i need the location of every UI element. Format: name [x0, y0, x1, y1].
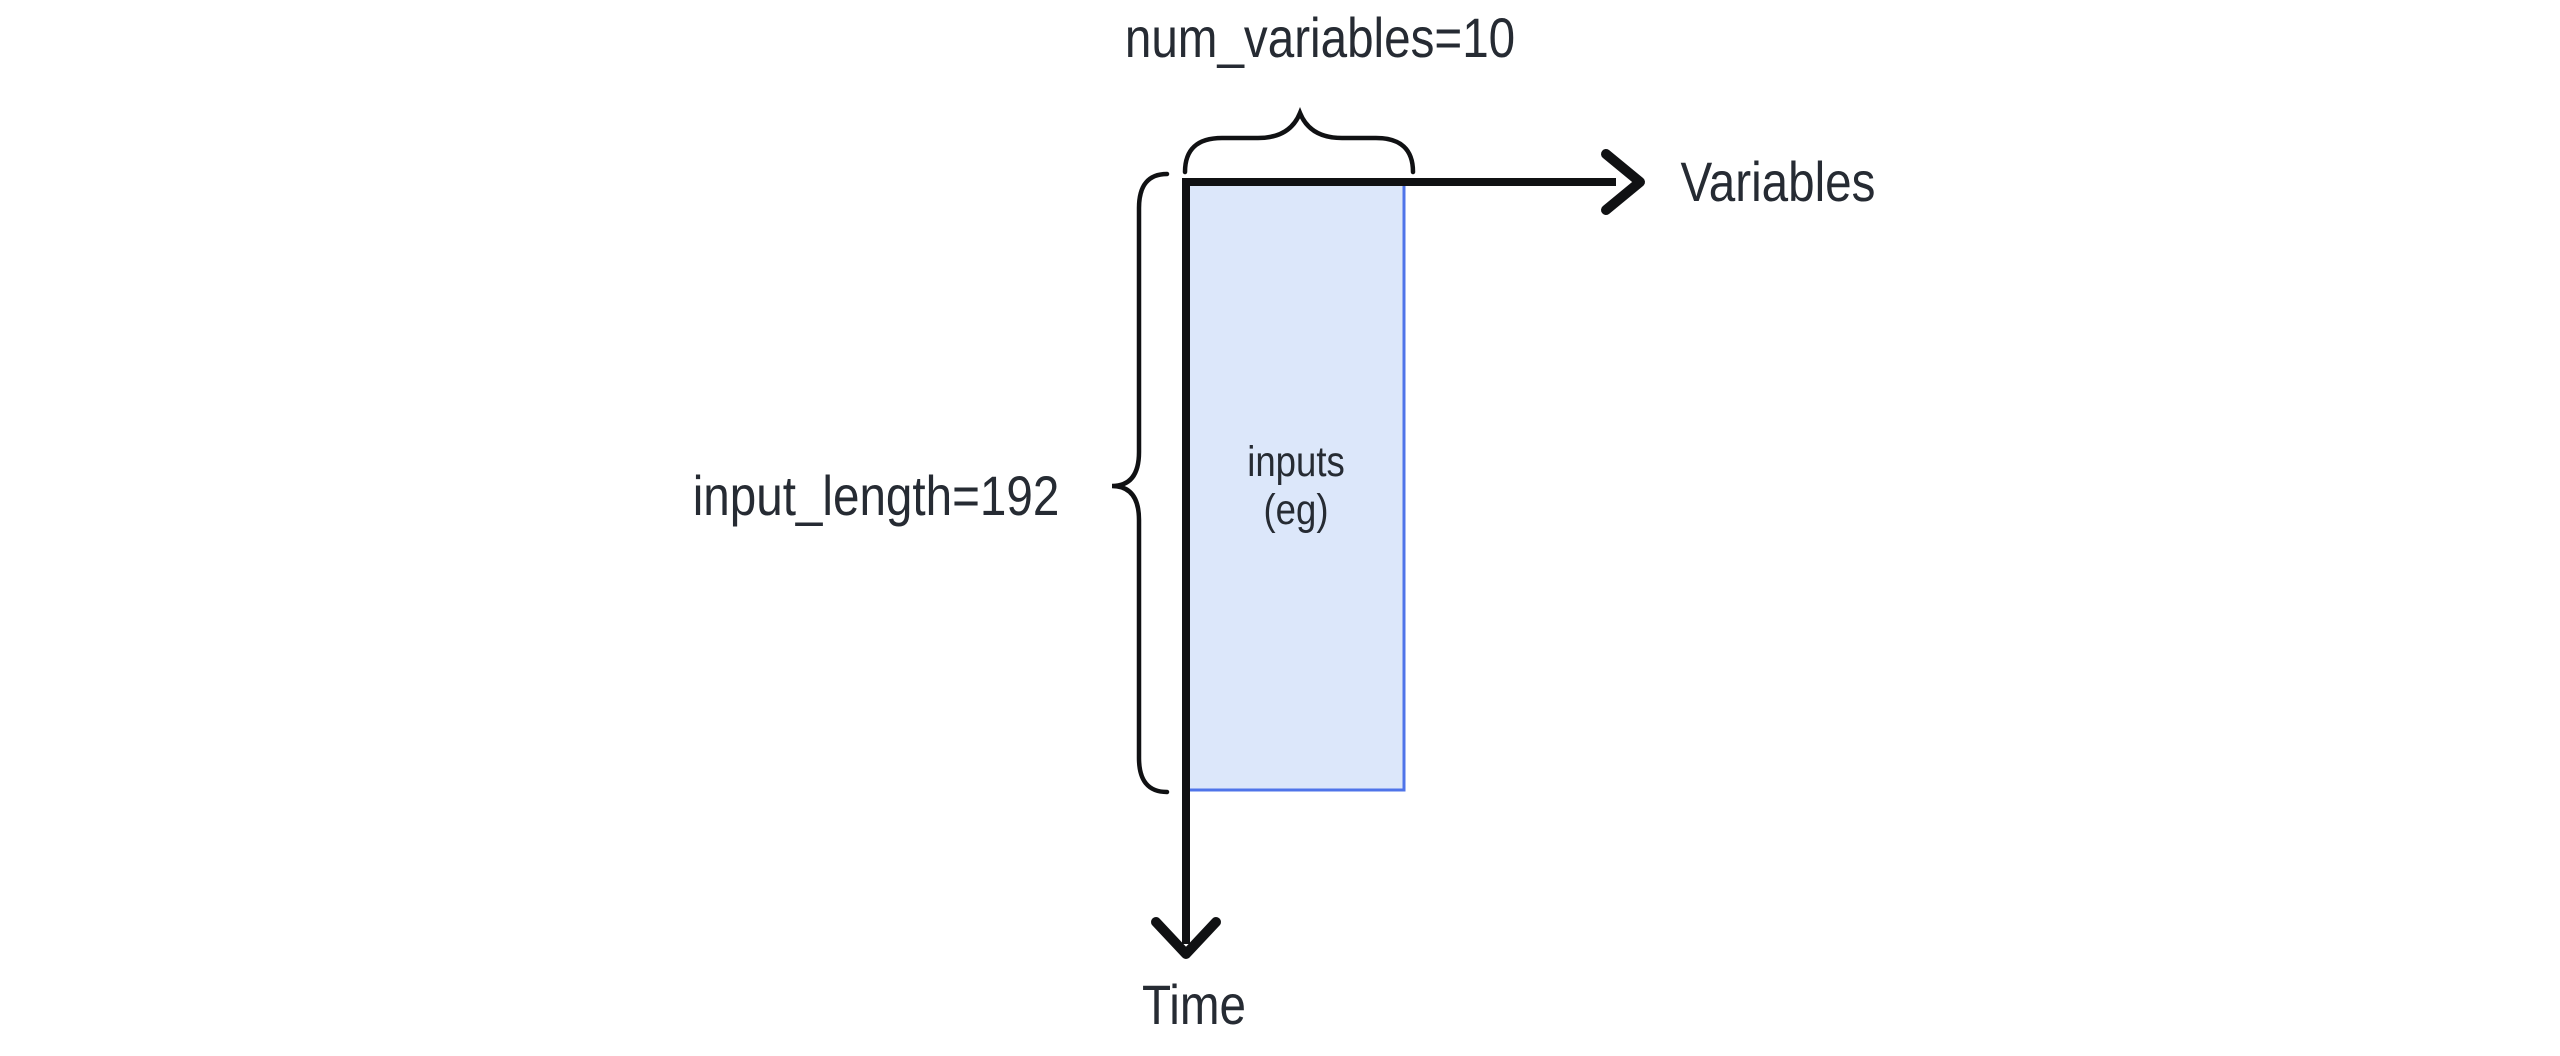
- top-brace: [1182, 106, 1416, 175]
- y-axis: [1151, 178, 1221, 959]
- inputs-box-label-line2: (eg): [1263, 486, 1329, 534]
- inputs-box-label: inputs (eg): [1247, 438, 1345, 534]
- inputs-box: [1184, 180, 1406, 792]
- left-brace: [1111, 171, 1170, 795]
- x-axis: [1182, 149, 1645, 215]
- input-length-label: input_length=192: [692, 464, 1060, 528]
- y-axis-title: Time: [1141, 973, 1247, 1037]
- x-axis-arrowhead-icon: [1601, 149, 1645, 215]
- num-variables-label: num_variables=10: [1124, 6, 1516, 70]
- x-axis-title: Variables: [1680, 150, 1876, 214]
- y-axis-arrowhead-icon: [1151, 917, 1221, 959]
- inputs-box-label-line1: inputs: [1247, 437, 1345, 486]
